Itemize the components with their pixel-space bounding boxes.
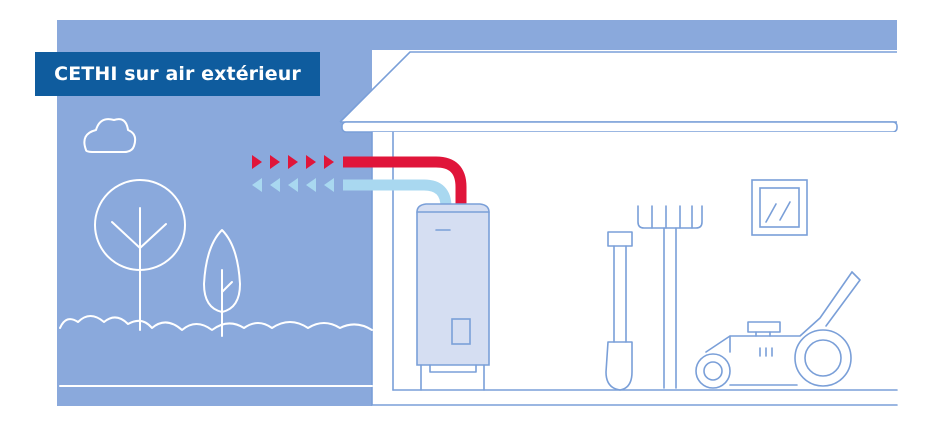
page-title: CETHI sur air extérieur: [35, 52, 320, 96]
garage-roof: [339, 50, 898, 133]
lawn-mower-icon: [695, 271, 861, 389]
bushes: [59, 315, 373, 331]
hot-air-duct: [343, 156, 467, 207]
cloud-icon: [83, 118, 137, 153]
tree-icon: [94, 179, 186, 331]
window-icon: [751, 179, 808, 236]
cold-air-duct: [343, 179, 452, 208]
rake-icon: [637, 205, 703, 389]
shovel-icon: [605, 231, 633, 391]
hot-air-arrows-icon: [252, 155, 334, 169]
water-heater-icon: [416, 203, 490, 391]
ground-strip: [57, 386, 372, 406]
cold-air-arrows-icon: [252, 178, 334, 192]
